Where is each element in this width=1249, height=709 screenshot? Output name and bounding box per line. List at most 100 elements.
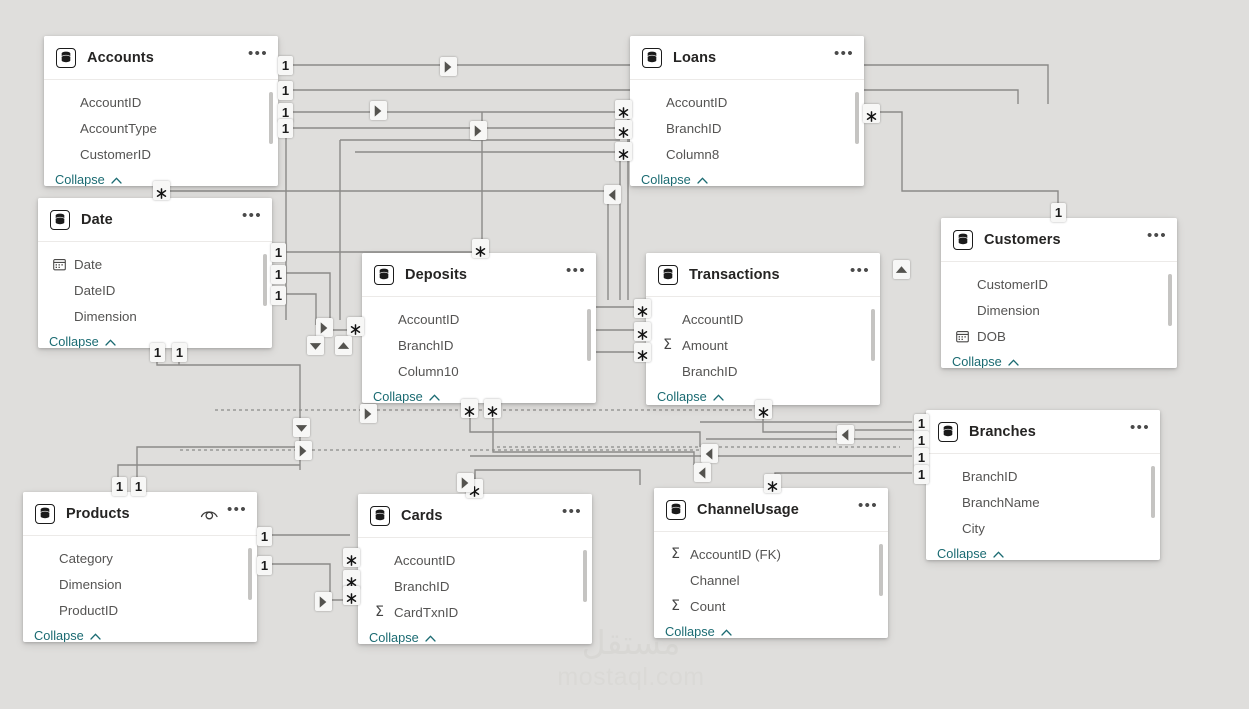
field-icon-none bbox=[372, 553, 387, 568]
table-field[interactable]: DateID bbox=[38, 277, 272, 303]
table-field-label: AccountID bbox=[394, 552, 456, 568]
collapse-button[interactable]: Collapse bbox=[630, 167, 864, 186]
cardinality-one-badge: 1 bbox=[271, 286, 286, 305]
table-card-header[interactable]: Cards••• bbox=[358, 494, 592, 538]
more-options-icon[interactable]: ••• bbox=[566, 261, 586, 279]
cardinality-many-badge bbox=[347, 317, 364, 336]
table-field[interactable]: CustomerID bbox=[941, 271, 1177, 297]
collapse-button[interactable]: Collapse bbox=[23, 623, 257, 642]
table-field[interactable]: Dimension bbox=[941, 297, 1177, 323]
table-field[interactable]: Date bbox=[38, 251, 272, 277]
collapse-label: Collapse bbox=[657, 389, 707, 404]
table-card-header[interactable]: Date••• bbox=[38, 198, 272, 242]
table-field[interactable]: BranchID bbox=[926, 463, 1160, 489]
collapse-button[interactable]: Collapse bbox=[926, 541, 1160, 560]
table-field[interactable]: Column8 bbox=[630, 141, 864, 167]
chevron-up-icon bbox=[1008, 354, 1019, 368]
field-list-scrollbar[interactable] bbox=[263, 254, 267, 306]
field-list-scrollbar[interactable] bbox=[1168, 274, 1172, 326]
table-field[interactable]: Channel bbox=[654, 567, 888, 593]
more-options-icon[interactable]: ••• bbox=[227, 500, 247, 518]
more-options-icon[interactable]: ••• bbox=[850, 261, 870, 279]
table-card-header[interactable]: Branches••• bbox=[926, 410, 1160, 454]
collapse-button[interactable]: Collapse bbox=[38, 329, 272, 348]
eye-icon[interactable] bbox=[199, 505, 219, 523]
field-list-scrollbar[interactable] bbox=[269, 92, 273, 144]
more-options-icon[interactable]: ••• bbox=[562, 502, 582, 520]
table-title: Loans bbox=[673, 49, 717, 66]
table-title: Accounts bbox=[87, 49, 154, 66]
more-options-icon[interactable]: ••• bbox=[242, 206, 262, 224]
table-field[interactable]: Dimension bbox=[38, 303, 272, 329]
table-card-header[interactable]: Products••• bbox=[23, 492, 257, 536]
collapse-button[interactable]: Collapse bbox=[941, 349, 1177, 368]
table-field[interactable]: DOB bbox=[941, 323, 1177, 349]
more-options-icon[interactable]: ••• bbox=[1130, 418, 1150, 436]
collapse-button[interactable]: Collapse bbox=[44, 167, 278, 186]
more-options-icon[interactable]: ••• bbox=[834, 44, 854, 62]
table-field[interactable]: AccountID bbox=[44, 89, 278, 115]
table-card-header[interactable]: ChannelUsage••• bbox=[654, 488, 888, 532]
cardinality-many-badge bbox=[461, 399, 478, 418]
collapse-button[interactable]: Collapse bbox=[646, 384, 880, 405]
relationship-direction-arrow-left bbox=[694, 463, 711, 482]
field-list-scrollbar[interactable] bbox=[248, 548, 252, 600]
more-options-icon[interactable]: ••• bbox=[248, 44, 268, 62]
field-list-scrollbar[interactable] bbox=[879, 544, 883, 596]
table-field[interactable]: Category bbox=[23, 545, 257, 571]
table-field[interactable]: AccountID bbox=[646, 306, 880, 332]
collapse-button[interactable]: Collapse bbox=[654, 619, 888, 638]
table-field[interactable]: BranchID bbox=[358, 573, 592, 599]
field-list-scrollbar[interactable] bbox=[587, 309, 591, 361]
table-card-header[interactable]: Accounts ••• bbox=[44, 36, 278, 80]
relationship-direction-arrow-down bbox=[293, 418, 310, 437]
table-field[interactable]: BranchID bbox=[630, 115, 864, 141]
table-card-header[interactable]: Loans ••• bbox=[630, 36, 864, 80]
collapse-button[interactable]: Collapse bbox=[362, 384, 596, 403]
table-field[interactable]: Column10 bbox=[362, 358, 596, 384]
cardinality-one-badge: 1 bbox=[914, 465, 929, 484]
table-card-header[interactable]: Transactions••• bbox=[646, 253, 880, 297]
more-options-icon[interactable]: ••• bbox=[858, 496, 878, 514]
field-icon-none bbox=[376, 338, 391, 353]
table-field[interactable]: AccountID bbox=[358, 547, 592, 573]
table-field[interactable]: CustomerID bbox=[44, 141, 278, 167]
table-card-header[interactable]: Customers••• bbox=[941, 218, 1177, 262]
table-field[interactable]: City bbox=[926, 515, 1160, 541]
table-card-header[interactable]: Deposits••• bbox=[362, 253, 596, 297]
table-field[interactable]: BranchID bbox=[362, 332, 596, 358]
relationship-direction-arrow-right bbox=[370, 101, 387, 120]
table-field[interactable]: Dimension bbox=[23, 571, 257, 597]
field-list-scrollbar[interactable] bbox=[1151, 466, 1155, 518]
table-field[interactable]: AccountID bbox=[362, 306, 596, 332]
field-list-scrollbar[interactable] bbox=[871, 309, 875, 361]
field-list-scrollbar[interactable] bbox=[583, 550, 587, 602]
table-field[interactable]: BranchID bbox=[646, 358, 880, 384]
field-list-scrollbar[interactable] bbox=[855, 92, 859, 144]
table-field[interactable]: AccountID bbox=[630, 89, 864, 115]
table-field[interactable]: ProductID bbox=[23, 597, 257, 623]
more-options-icon[interactable]: ••• bbox=[1147, 226, 1167, 244]
table-field[interactable]: AccountType bbox=[44, 115, 278, 141]
collapse-button[interactable]: Collapse bbox=[358, 625, 592, 644]
cardinality-many-badge bbox=[615, 100, 632, 119]
field-icon-none bbox=[376, 364, 391, 379]
table-field[interactable]: BranchName bbox=[926, 489, 1160, 515]
